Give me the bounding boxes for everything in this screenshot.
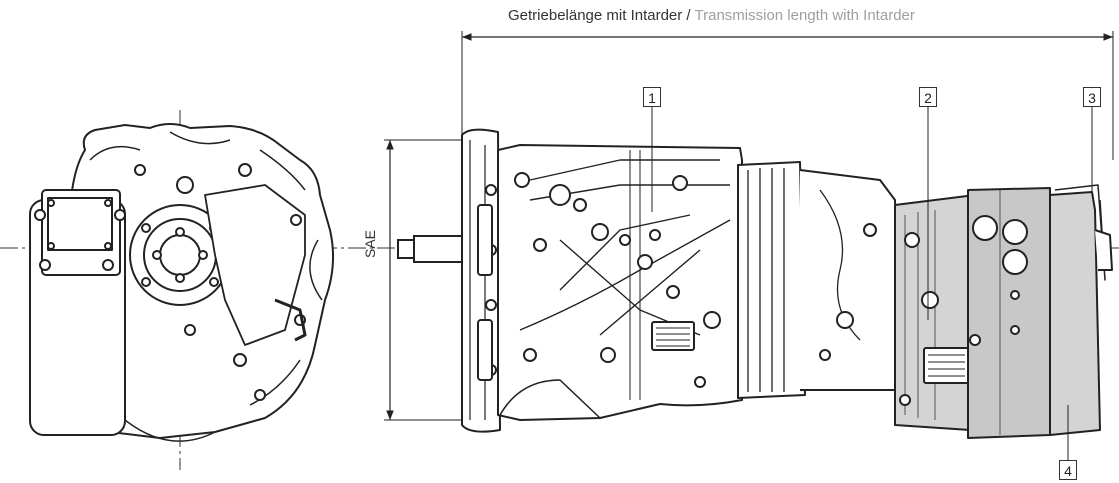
front-view [29, 110, 334, 470]
callout-leaders [651, 105, 1093, 460]
callout-2: 2 [919, 87, 937, 107]
intarder-retarder [894, 184, 1113, 439]
title-separator: / [682, 7, 695, 24]
input-shaft [397, 235, 467, 263]
length-dimension-line [461, 31, 1114, 160]
callout-3: 3 [1083, 87, 1101, 107]
sae-dimension-line [384, 139, 465, 421]
callout-4: 4 [1059, 460, 1077, 480]
title-english: Transmission length with Intarder [694, 7, 915, 24]
sae-label: SAE [362, 229, 378, 258]
main-gearbox-housing [497, 144, 743, 421]
title-german: Getriebelänge mit Intarder [508, 7, 683, 24]
length-dimension-title: Getriebelänge mit Intarder / Transmissio… [508, 7, 915, 24]
callout-1: 1 [643, 87, 661, 107]
clutch-bell-housing [461, 128, 501, 433]
rear-housing-section [737, 161, 901, 399]
